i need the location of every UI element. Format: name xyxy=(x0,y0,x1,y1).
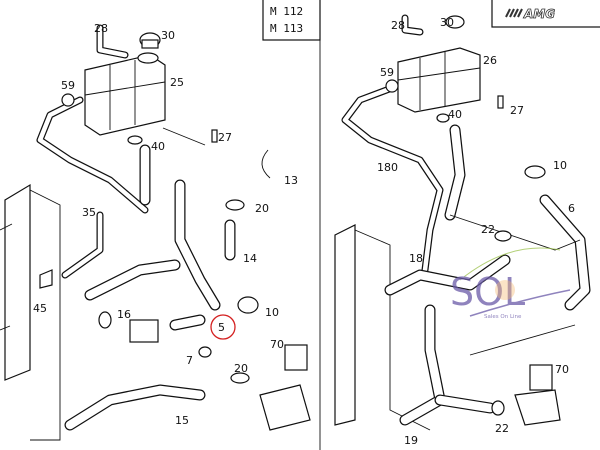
label-part-10: 10 xyxy=(265,306,279,319)
sol-watermark-logo: SOL Sales On Line xyxy=(450,247,571,320)
label-part-27: 27 xyxy=(510,104,524,117)
engine-model-box: M 112 M 113 xyxy=(262,0,321,41)
label-part-45: 45 xyxy=(33,302,47,315)
label-part-26: 26 xyxy=(483,54,497,67)
svg-text:SOL: SOL xyxy=(450,270,525,314)
label-part-20: 20 xyxy=(255,202,269,215)
label-part-18: 18 xyxy=(409,252,423,265)
right-panel: SOL Sales On Line 28 30 26 59 27 40 180 … xyxy=(334,14,591,447)
label-part-30: 30 xyxy=(440,16,454,29)
label-part-25: 25 xyxy=(170,76,184,89)
label-part-7: 7 xyxy=(186,354,193,367)
left-panel: 28 30 25 59 27 40 13 35 20 14 45 16 10 5… xyxy=(0,22,311,441)
label-part-14: 14 xyxy=(243,252,257,265)
part-70 xyxy=(284,344,308,371)
label-part-16: 16 xyxy=(117,308,131,321)
label-part-5: 5 xyxy=(218,321,225,334)
label-part-59: 59 xyxy=(380,66,394,79)
radiator xyxy=(0,183,61,441)
label-part-28: 28 xyxy=(391,19,405,32)
label-part-22: 22 xyxy=(481,223,495,236)
expansion-tank-right xyxy=(397,47,481,113)
sol-tagline: Sales On Line xyxy=(484,314,522,320)
amg-logo: AMG xyxy=(491,0,600,28)
label-part-180: 180 xyxy=(377,161,398,174)
engine-model-m112: M 112 xyxy=(270,5,303,18)
label-part-59: 59 xyxy=(61,79,75,92)
label-part-35: 35 xyxy=(82,206,96,219)
highlight-circle-part-5 xyxy=(210,314,236,340)
label-part-40: 40 xyxy=(448,108,462,121)
label-part-40: 40 xyxy=(151,140,165,153)
label-part-30: 30 xyxy=(161,29,175,42)
label-part-6: 6 xyxy=(568,202,575,215)
label-part-28: 28 xyxy=(94,22,108,35)
svg-text:AMG: AMG xyxy=(523,7,555,21)
label-part-10: 10 xyxy=(553,159,567,172)
label-part-70: 70 xyxy=(555,363,569,376)
cap xyxy=(139,32,161,49)
expansion-tank xyxy=(84,52,166,136)
label-part-27: 27 xyxy=(218,131,232,144)
label-part-13: 13 xyxy=(284,174,298,187)
label-part-15: 15 xyxy=(175,414,189,427)
label-part-22b: 22 xyxy=(495,422,509,435)
engine-model-m113: M 113 xyxy=(270,22,303,35)
label-part-20b: 20 xyxy=(234,362,248,375)
label-part-19: 19 xyxy=(404,434,418,447)
label-part-70: 70 xyxy=(270,338,284,351)
